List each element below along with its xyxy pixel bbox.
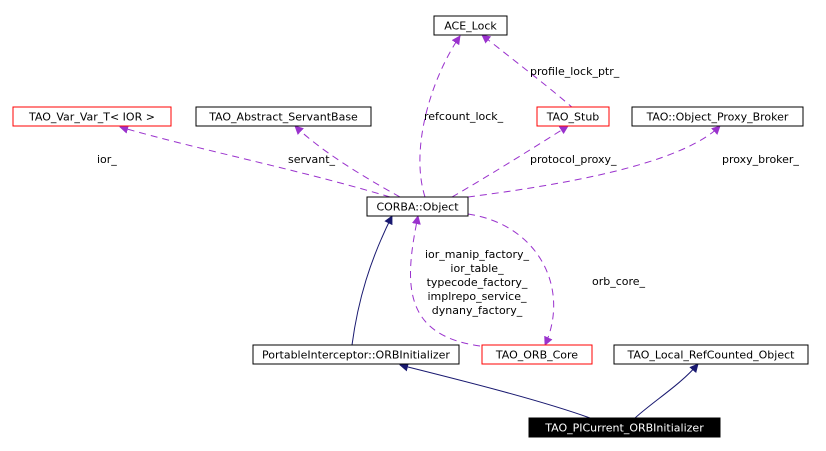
edge-corba-to-var-var (119, 124, 391, 198)
edge-corba-to-stub (451, 125, 569, 198)
node-tao-var-var-t[interactable]: TAO_Var_Var_T< IOR > (12, 106, 172, 127)
node-tao-picurrent-orbinitializer[interactable]: TAO_PICurrent_ORBInitializer (528, 417, 721, 438)
edge-stub-to-ace-lock (481, 34, 575, 110)
label-refcount-lock: refcount_lock_ (424, 110, 504, 123)
label-protocol-proxy: protocol_proxy_ (530, 153, 617, 166)
node-portableinterceptor-orbinitializer[interactable]: PortableInterceptor::ORBInitializer (252, 344, 460, 365)
node-tao-object-proxy-broker[interactable]: TAO::Object_Proxy_Broker (631, 106, 804, 127)
node-tao-local-refcounted-object[interactable]: TAO_Local_RefCounted_Object (613, 344, 809, 365)
edge-picurrent-to-localrefcounted (634, 363, 699, 419)
node-corba-object-label: CORBA::Object (376, 201, 459, 214)
edge-orbcore-to-corba (410, 215, 481, 347)
label-implrepo-service: implrepo_service_ (428, 290, 527, 303)
node-corba-object[interactable]: CORBA::Object (366, 196, 469, 217)
node-portableinterceptor-orbinitializer-label: PortableInterceptor::ORBInitializer (262, 349, 450, 362)
node-tao-abstract-servantbase-label: TAO_Abstract_ServantBase (208, 111, 358, 124)
label-orb-core: orb_core_ (592, 275, 646, 288)
node-tao-orb-core-label: TAO_ORB_Core (495, 349, 578, 362)
label-profile-lock-ptr: profile_lock_ptr_ (530, 65, 620, 78)
node-ace-lock[interactable]: ACE_Lock (433, 15, 508, 36)
edge-corba-to-proxy-broker (467, 125, 721, 198)
node-ace-lock-label: ACE_Lock (444, 20, 497, 33)
node-tao-var-var-t-label: TAO_Var_Var_T< IOR > (28, 111, 155, 124)
label-ior-table: ior_table_ (450, 262, 504, 275)
node-tao-local-refcounted-object-label: TAO_Local_RefCounted_Object (627, 349, 796, 362)
node-tao-object-proxy-broker-label: TAO::Object_Proxy_Broker (646, 111, 789, 124)
node-tao-orb-core[interactable]: TAO_ORB_Core (481, 344, 593, 365)
node-tao-stub-label: TAO_Stub (546, 111, 600, 124)
edge-corba-to-ace-lock (419, 35, 461, 198)
label-ior-manip-factory: ior_manip_factory_ (425, 248, 530, 261)
edge-picurrent-to-orbinit (399, 362, 591, 419)
label-ior: ior_ (97, 153, 117, 166)
node-tao-abstract-servantbase[interactable]: TAO_Abstract_ServantBase (195, 106, 372, 127)
node-tao-stub[interactable]: TAO_Stub (536, 106, 610, 127)
edge-corba-to-servantbase (294, 125, 401, 198)
label-dynany-factory: dynany_factory_ (432, 304, 523, 317)
label-typecode-factory: typecode_factory_ (427, 276, 528, 289)
edge-orbinit-to-corba (351, 215, 393, 346)
label-proxy-broker: proxy_broker_ (722, 153, 799, 166)
node-tao-picurrent-orbinitializer-label: TAO_PICurrent_ORBInitializer (544, 422, 704, 435)
label-servant: servant_ (288, 153, 336, 166)
edge-corba-to-orbcore (467, 213, 555, 346)
